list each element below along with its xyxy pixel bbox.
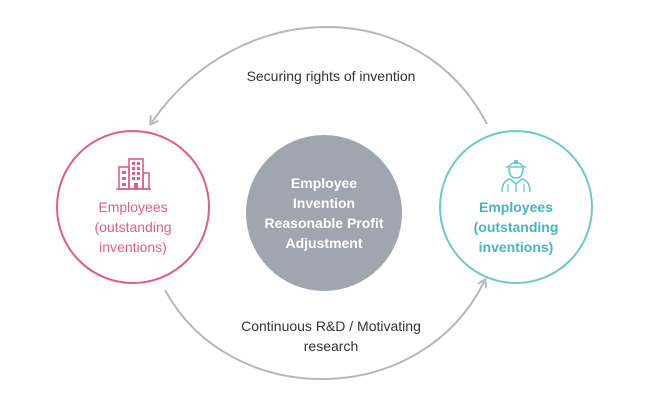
top-arc-arrow — [152, 26, 488, 124]
left-node-line1: Employees — [98, 199, 168, 215]
center-node-circle: Employee Invention Reasonable Profit Adj… — [246, 135, 402, 291]
center-line3: Reasonable Profit — [264, 215, 384, 231]
center-line1: Employee — [290, 175, 358, 191]
right-node-line2: (outstanding — [473, 219, 559, 235]
building-icon — [116, 158, 151, 190]
left-node-label: Employees (outstanding inventions) — [94, 197, 171, 257]
engineer-icon — [501, 160, 531, 193]
right-node-circle: Employees (outstanding inventions) — [439, 130, 593, 284]
bottom-caption-line2: research — [303, 338, 359, 354]
left-node-circle: Employees (outstanding inventions) — [56, 130, 210, 284]
left-node-line2: (outstanding — [94, 219, 172, 235]
bottom-caption: Continuous R&D / Motivating research — [196, 316, 466, 356]
right-node-line3: inventions) — [478, 239, 554, 255]
center-node-label: Employee Invention Reasonable Profit Adj… — [258, 173, 389, 253]
left-node-line3: inventions) — [99, 239, 167, 255]
center-line2: Invention — [292, 195, 356, 211]
center-line4: Adjustment — [285, 235, 363, 251]
bottom-caption-line1: Continuous R&D / Motivating — [241, 318, 421, 334]
right-node-label: Employees (outstanding inventions) — [474, 197, 559, 257]
bottom-arc-arrow — [164, 282, 484, 380]
top-caption: Securing rights of invention — [246, 68, 416, 84]
right-node-line1: Employees — [479, 199, 553, 215]
